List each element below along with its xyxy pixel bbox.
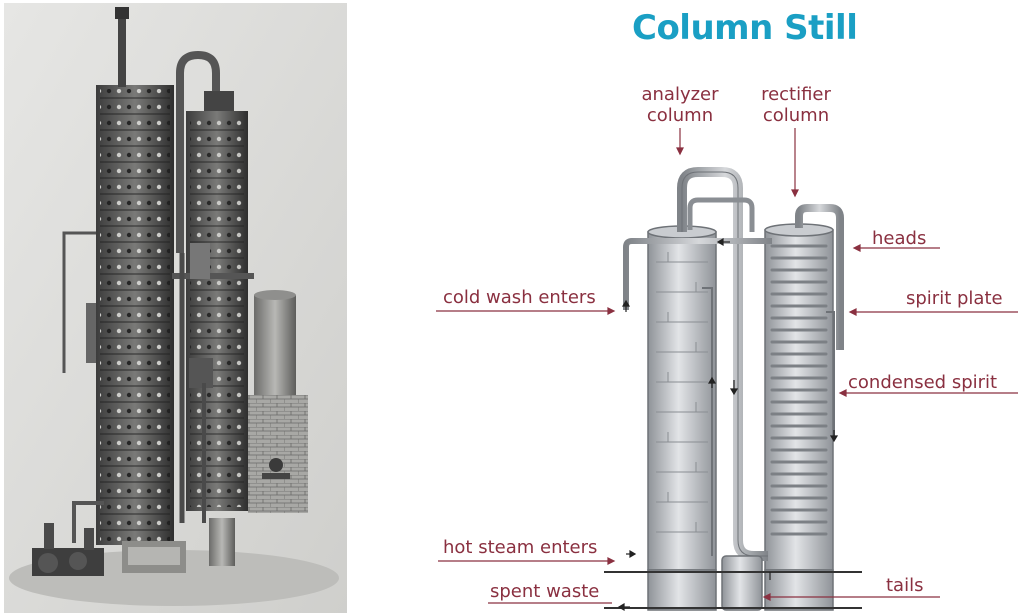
spirit-plate-label: spirit plate [906,288,1003,309]
hot-steam-label: hot steam enters [443,537,598,558]
analyzer-column [647,225,717,611]
analyzer-label-line2: column [646,105,714,126]
rectifier-column-label: rectifier column [748,84,844,126]
column-still-diagram [436,128,1018,612]
heads-label: heads [872,228,927,249]
rectifier-label-line1: rectifier [761,84,831,105]
historic-still-engraving [4,3,347,613]
tails-label: tails [886,575,924,596]
rectifier-label-line2: column [762,105,830,126]
diagram-title: Column Still [632,8,858,48]
spent-waste-label: spent waste [490,581,600,602]
analyzer-column-label: analyzer column [628,84,732,126]
analyzer-label-line1: analyzer [641,84,719,105]
cold-wash-label: cold wash enters [443,287,596,308]
rectifier-column [764,223,834,611]
condensed-spirit-label: condensed spirit [848,372,998,393]
